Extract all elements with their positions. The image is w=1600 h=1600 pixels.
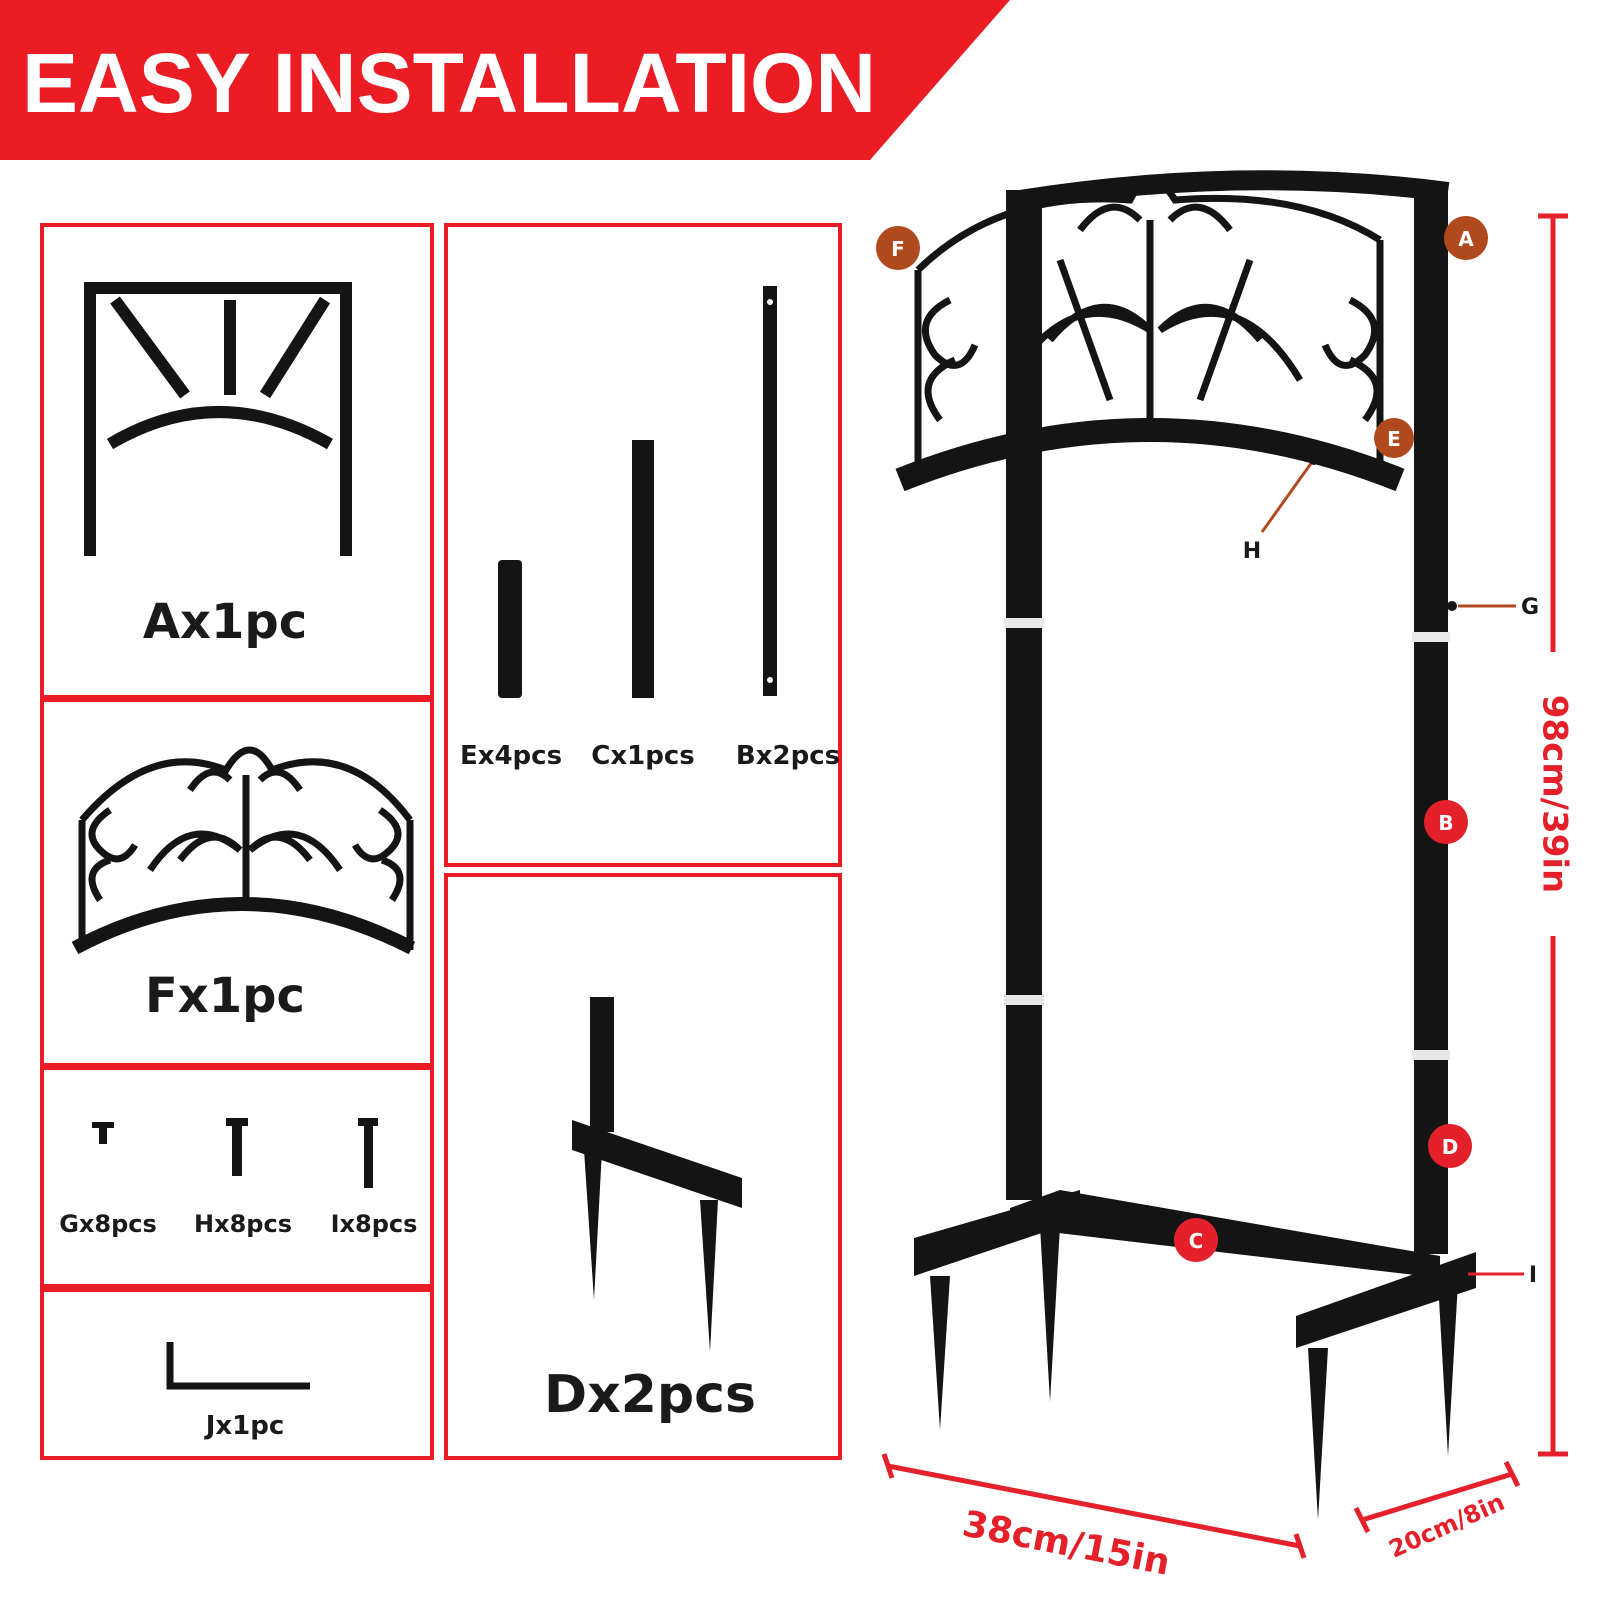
part-a-frame	[84, 282, 352, 556]
depth-dimension-label: 20cm/8in	[1385, 1488, 1509, 1564]
screw-g-icon	[92, 1122, 114, 1144]
callout-h: H	[1243, 455, 1319, 564]
svg-text:A: A	[1458, 227, 1474, 251]
badge-f: F	[876, 226, 920, 270]
banner: EASY INSTALLATION	[0, 0, 1010, 160]
bolt-i-icon	[358, 1118, 378, 1188]
cell-part-f	[40, 698, 434, 1067]
part-d-stake	[572, 997, 742, 1352]
part-c-tube	[632, 440, 654, 698]
dimension-width	[881, 1453, 1307, 1559]
part-i-label: Ix8pcs	[331, 1210, 418, 1238]
part-e-tube	[498, 560, 522, 698]
badge-a: A	[1444, 216, 1488, 260]
assembled-hose-holder	[895, 170, 1476, 1520]
badge-d: D	[1428, 1124, 1472, 1168]
svg-text:E: E	[1387, 427, 1401, 451]
banner-shape	[0, 0, 1010, 160]
badge-e: E	[1374, 418, 1414, 458]
badge-b: B	[1424, 800, 1468, 844]
dimension-height	[1538, 213, 1568, 1457]
svg-text:C: C	[1189, 1229, 1204, 1253]
parts-grid	[40, 223, 842, 1460]
svg-text:F: F	[891, 237, 905, 261]
part-c-label: Cx1pcs	[591, 741, 694, 771]
cell-part-a	[40, 223, 434, 699]
dimension-depth	[1353, 1460, 1521, 1534]
part-h-label: Hx8pcs	[194, 1210, 292, 1238]
part-d-label: Dx2pcs	[544, 1365, 756, 1425]
part-b-tube	[763, 286, 777, 696]
svg-text:I: I	[1529, 1263, 1537, 1288]
callout-i: I	[1454, 1263, 1537, 1288]
height-dimension-label: 98cm/39in	[1535, 695, 1575, 894]
cell-part-d	[444, 873, 842, 1460]
svg-text:B: B	[1438, 811, 1453, 835]
cell-hardware	[40, 1066, 434, 1288]
svg-text:G: G	[1521, 595, 1539, 620]
part-j-label: Jx1pc	[204, 1411, 285, 1441]
cell-part-j	[40, 1288, 434, 1460]
cell-tubes	[444, 223, 842, 867]
banner-title: EASY INSTALLATION	[22, 36, 876, 130]
part-b-label: Bx2pcs	[736, 741, 840, 771]
part-e-label: Ex4pcs	[460, 741, 562, 771]
part-f-ornate-arch	[71, 746, 416, 955]
part-f-label: Fx1pc	[145, 968, 305, 1024]
svg-text:D: D	[1442, 1135, 1459, 1159]
svg-text:H: H	[1243, 539, 1261, 564]
part-a-label: Ax1pc	[143, 594, 307, 650]
badge-c: C	[1174, 1218, 1218, 1262]
hex-key-j-icon	[166, 1342, 310, 1390]
part-g-label: Gx8pcs	[59, 1210, 157, 1238]
callout-g: G	[1447, 595, 1539, 620]
bolt-h-icon	[226, 1118, 248, 1176]
